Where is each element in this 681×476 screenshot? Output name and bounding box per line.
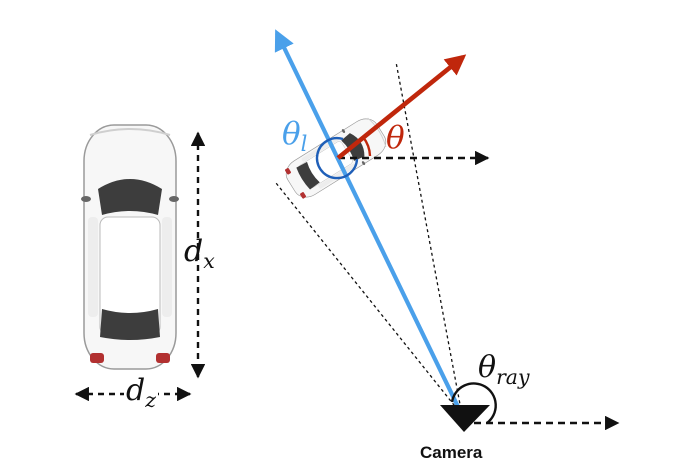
dz-label: dz bbox=[124, 373, 158, 412]
camera-triangle-icon bbox=[440, 405, 490, 432]
theta-label: θ bbox=[386, 120, 405, 156]
orientation-red-arrow bbox=[336, 54, 467, 160]
car-top-view-icon bbox=[80, 124, 180, 370]
dx-label: dx bbox=[184, 234, 215, 273]
theta-l-arc bbox=[315, 136, 359, 180]
theta-ray-label: θray bbox=[478, 350, 530, 389]
ray-right-dotted-line bbox=[395, 61, 463, 416]
camera-label: Camera bbox=[420, 443, 483, 462]
theta-arc bbox=[362, 136, 372, 157]
theta-l-label: θl bbox=[282, 116, 308, 156]
theta-ray-arc bbox=[450, 382, 497, 424]
ray-blue-arrow bbox=[274, 29, 464, 416]
ray-left-dotted-line bbox=[275, 182, 463, 416]
